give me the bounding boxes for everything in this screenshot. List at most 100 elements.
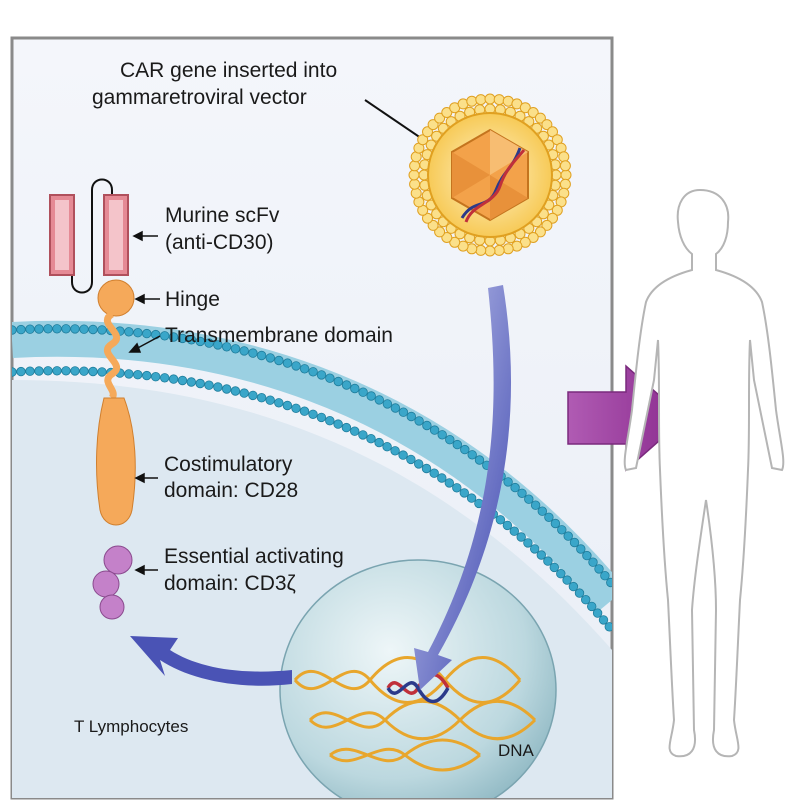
lipid-head — [466, 493, 477, 503]
envelope-bead — [484, 245, 496, 257]
lipid-head — [177, 375, 188, 386]
lipid-head — [248, 348, 258, 358]
lipid-head — [230, 344, 241, 354]
car-receptor — [49, 178, 136, 620]
envelope-bead — [410, 187, 422, 199]
lipid-head — [429, 425, 440, 435]
lipid-head — [437, 430, 447, 440]
lipid-head — [308, 367, 318, 377]
activating-label-line2: domain: CD3ζ — [164, 572, 296, 595]
lipid-head — [204, 338, 214, 348]
lipid-head — [556, 569, 566, 579]
lipid-head — [221, 342, 232, 352]
envelope-bead — [558, 151, 570, 163]
lipid-head — [452, 439, 463, 450]
lipid-head — [43, 324, 53, 334]
lipid-head — [398, 450, 408, 460]
lipid-head — [79, 324, 89, 334]
lipid-head — [604, 622, 612, 632]
lipid-head — [581, 595, 591, 605]
lipid-head — [248, 390, 258, 401]
envelope-bead — [475, 94, 487, 106]
lipid-head — [406, 411, 417, 422]
lipid-head — [16, 366, 26, 377]
lipid-head — [543, 556, 553, 566]
envelope-bead — [434, 226, 446, 238]
lipid-head — [422, 420, 432, 431]
lipid-head — [325, 373, 335, 383]
lipid-head — [282, 358, 293, 368]
vector-label-line1: CAR gene inserted into — [120, 59, 338, 82]
lipid-head — [510, 482, 520, 493]
lipid-head — [282, 400, 293, 411]
envelope-bead — [427, 219, 439, 231]
lipid-head — [12, 325, 17, 335]
cd3z-segment-3 — [99, 594, 125, 620]
lipid-head — [124, 369, 134, 379]
envelope-bead — [409, 160, 421, 172]
lipid-head — [495, 515, 506, 525]
lipid-head — [34, 324, 44, 334]
envelope-bead — [427, 119, 439, 131]
lipid-head — [265, 395, 275, 405]
lipid-head — [133, 328, 143, 338]
envelope-bead — [417, 134, 429, 146]
lipid-head — [550, 518, 561, 529]
lipid-head — [333, 376, 344, 387]
lipid-head — [316, 370, 327, 380]
lipid-head — [168, 374, 179, 384]
lipid-head — [444, 478, 455, 488]
lipid-head — [576, 544, 586, 554]
lipid-head — [333, 419, 343, 429]
envelope-bead — [484, 93, 496, 105]
lipid-head — [562, 575, 572, 585]
lipid-head — [582, 550, 592, 561]
lipid-head — [213, 340, 223, 350]
lipid-head — [159, 331, 170, 341]
lipid-head — [88, 324, 98, 335]
lipid-head — [563, 531, 573, 541]
lipid-head — [574, 588, 585, 598]
envelope-bead — [534, 112, 546, 124]
lipid-head — [544, 512, 554, 523]
lipid-head — [195, 378, 205, 389]
lipid-head — [239, 346, 249, 356]
lipid-head — [598, 615, 609, 625]
lipid-head — [88, 366, 98, 377]
lipid-head — [467, 450, 477, 460]
lipid-head — [168, 332, 179, 342]
lipid-head — [79, 366, 89, 376]
lipid-head — [97, 325, 107, 335]
envelope-bead — [519, 102, 531, 114]
lipid-head — [256, 350, 267, 361]
lipid-head — [186, 377, 197, 387]
lipid-head — [421, 463, 432, 474]
lipid-head — [358, 387, 368, 397]
nucleus-label: DNA — [498, 741, 534, 760]
lipid-head — [523, 538, 533, 548]
lipid-head — [502, 520, 513, 531]
hinge-domain — [97, 279, 135, 317]
lipid-head — [12, 367, 17, 377]
lipid-head — [509, 526, 520, 536]
lipid-head — [530, 544, 540, 554]
envelope-bead — [466, 95, 478, 107]
lipid-head — [52, 324, 62, 334]
lipid-head — [325, 416, 335, 426]
lipid-head — [452, 483, 462, 493]
envelope-bead — [560, 169, 572, 181]
lipid-head — [406, 454, 416, 465]
expression-arrow — [130, 636, 292, 686]
lipid-head — [587, 601, 597, 612]
transmembrane-label: Transmembrane domain — [165, 324, 393, 347]
lipid-head — [398, 407, 409, 417]
lipid-head — [316, 412, 327, 423]
transmembrane-domain — [104, 311, 120, 401]
inserted-car-gene — [386, 672, 450, 704]
lipid-head — [445, 435, 455, 445]
lipid-head — [204, 380, 214, 390]
envelope-bead — [493, 244, 505, 256]
lipid-head — [524, 494, 534, 504]
activating-label-line1: Essential activating — [164, 545, 344, 568]
